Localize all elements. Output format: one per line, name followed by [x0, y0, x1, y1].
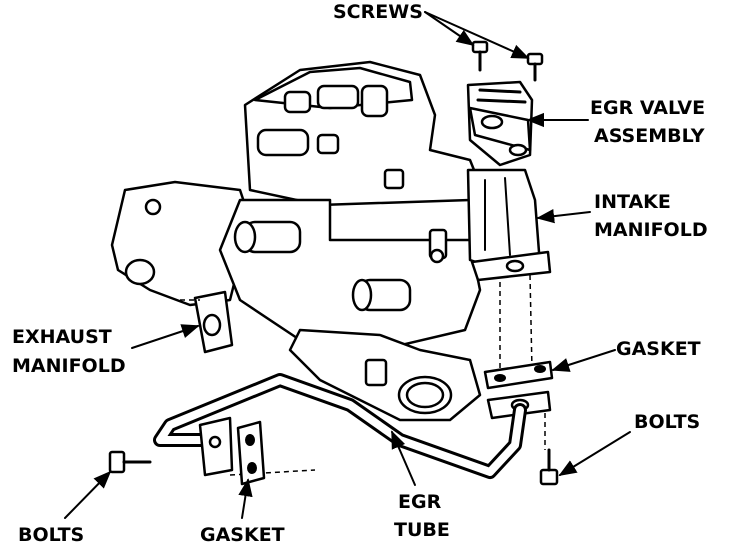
egr-tube-drawing [153, 373, 552, 479]
egr-valve-drawing [466, 40, 544, 167]
label-gasket-bottom: GASKET [200, 524, 285, 546]
label-intake-line1: INTAKE [594, 191, 671, 213]
bolt-right-drawing [539, 448, 559, 486]
screw-right [526, 52, 544, 82]
bolt-left-drawing [108, 450, 152, 474]
label-egr-tube-line2: TUBE [394, 519, 450, 541]
leader-lines [64, 11, 631, 519]
gasket-bottom-drawing [236, 420, 266, 486]
label-intake-line2: MANIFOLD [594, 219, 708, 241]
label-exhaust-line1: EXHAUST [12, 326, 112, 348]
label-egr-tube-line1: EGR [398, 491, 442, 513]
intake-manifold-drawing [110, 60, 552, 476]
label-egr-valve-line1: EGR VALVE [590, 97, 705, 119]
label-egr-valve-line2: ASSEMBLY [594, 125, 705, 147]
screw-left [471, 40, 489, 72]
label-bolts-right: BOLTS [634, 411, 700, 433]
label-bolts-left: BOLTS [18, 524, 84, 546]
label-screws: SCREWS [333, 1, 423, 23]
gasket-right-drawing [483, 360, 554, 390]
label-exhaust-line2: MANIFOLD [12, 355, 126, 377]
label-gasket-right: GASKET [616, 338, 701, 360]
